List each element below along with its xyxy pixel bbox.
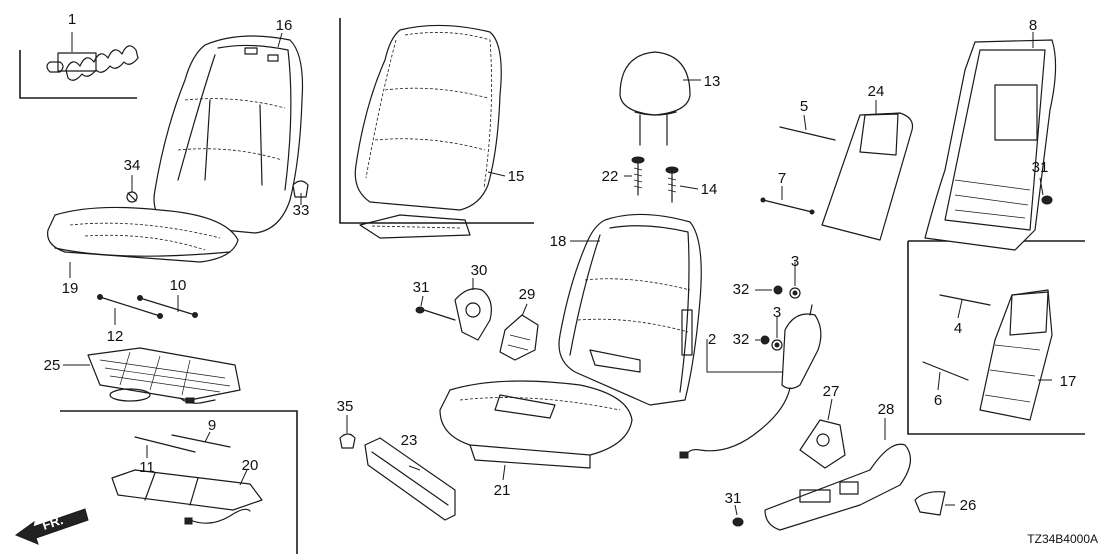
part-1-clips — [46, 45, 139, 81]
callout-label: 18 — [550, 233, 567, 250]
front-arrow-label: FR. — [40, 512, 65, 533]
callout-label: 21 — [494, 482, 511, 499]
part-4-wire — [939, 294, 991, 306]
part-14-screw — [665, 166, 679, 203]
callout-label: 1 — [68, 11, 76, 28]
part-31-bolt-right — [1041, 195, 1053, 205]
callout-label: 20 — [242, 457, 259, 474]
part-19-seat-cushion-cover — [47, 206, 239, 263]
leader-lines — [63, 32, 1052, 516]
callout-label: 19 — [62, 280, 79, 297]
callout-label: 3 — [773, 304, 781, 321]
callout-label: 8 — [1029, 17, 1037, 34]
callout-label: 32 — [733, 331, 750, 348]
callout-label: 25 — [44, 357, 61, 374]
callout-label: 35 — [337, 398, 354, 415]
callout-label: 15 — [508, 168, 525, 185]
diagram-code: TZ34B4000A — [1027, 532, 1098, 546]
front-arrow: FR. — [14, 508, 89, 545]
part-32-nut-lower — [760, 335, 770, 345]
callout-label: 32 — [733, 281, 750, 298]
callout-label: 33 — [293, 202, 310, 219]
callout-label: 26 — [960, 497, 977, 514]
part-18-seatback-assembly — [558, 213, 702, 406]
part-16-seatback-cover — [153, 35, 304, 234]
callout-label: 16 — [276, 17, 293, 34]
callout-label: 11 — [139, 459, 155, 476]
diagram-frame-lines — [19, 18, 1085, 554]
part-8-seatback-frame — [924, 39, 1057, 251]
callout-label: 31 — [413, 279, 430, 296]
part-35-fastener — [339, 433, 356, 449]
callout-label: 6 — [934, 392, 942, 409]
part-27-bracket — [799, 419, 846, 469]
part-21-seat-cushion-assembly — [439, 380, 633, 469]
part-2-side-airbag — [679, 304, 822, 459]
callout-label: 5 — [800, 98, 808, 115]
part-32-nut — [773, 285, 783, 295]
part-10-wire — [137, 295, 198, 318]
part-13-headrest — [619, 51, 691, 146]
part-7-rod — [760, 197, 815, 215]
part-5-rod — [779, 126, 836, 141]
callout-label: 28 — [878, 401, 895, 418]
part-3-nut-lower — [771, 339, 783, 351]
callout-label: 12 — [107, 328, 124, 345]
callout-label: 34 — [124, 157, 141, 174]
part-23-trim-panel — [364, 437, 456, 521]
part-6-wire — [922, 361, 969, 381]
part-3-nut — [789, 287, 801, 299]
part-31-bolt-lower — [732, 517, 744, 527]
part-30-recliner-cover — [454, 288, 492, 341]
part-26-cap — [914, 491, 946, 516]
callout-label: 4 — [954, 320, 962, 337]
part-25-seat-heater — [87, 347, 241, 404]
part-17-seatback-heater — [979, 289, 1053, 421]
part-31-bolt-mid — [415, 306, 456, 321]
part-12-wire — [97, 294, 163, 319]
callout-label: 17 — [1060, 373, 1077, 390]
callout-label: 31 — [725, 490, 742, 507]
part-28-side-trim — [764, 443, 911, 531]
callout-label: 10 — [170, 277, 187, 294]
part-9-wire — [171, 434, 231, 448]
part-11-wire — [134, 436, 196, 453]
part-22-screw — [631, 156, 645, 196]
callout-label: 14 — [701, 181, 718, 198]
part-24-seatback-pad — [821, 112, 914, 241]
callout-label: 9 — [208, 417, 216, 434]
callout-label: 22 — [602, 168, 619, 185]
callout-label: 31 — [1032, 159, 1049, 176]
callout-label: 29 — [519, 286, 536, 303]
part-34-fastener — [126, 191, 138, 203]
callout-label: 3 — [791, 253, 799, 270]
callout-label: 24 — [868, 83, 885, 100]
part-29-bracket — [499, 314, 539, 361]
part-33-fastener — [292, 180, 309, 198]
part-15-seatback-cover — [354, 24, 502, 239]
callout-label: 2 — [708, 331, 716, 348]
callout-label: 30 — [471, 262, 488, 279]
callout-label: 13 — [704, 73, 721, 90]
callout-label: 23 — [401, 432, 418, 449]
part-20-heater-pad — [111, 469, 263, 525]
callout-label: 7 — [778, 170, 786, 187]
callout-label: 27 — [823, 383, 840, 400]
